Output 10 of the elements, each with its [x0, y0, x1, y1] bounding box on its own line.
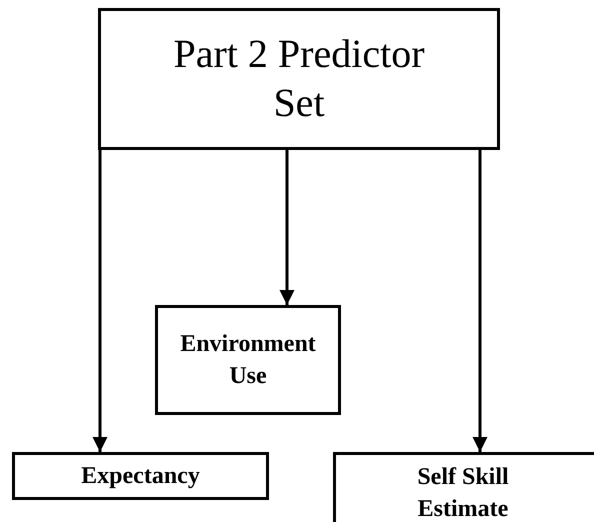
- process-box: [155, 305, 341, 415]
- arrow: [280, 150, 294, 305]
- box-label: Environment Use: [179, 330, 317, 391]
- arrow: [472, 150, 488, 452]
- box-label: Part 2 Predictor Set: [172, 30, 426, 127]
- process-box: [98, 8, 500, 150]
- box-label: Self Skill Estimate: [416, 463, 510, 522]
- process-box: [12, 452, 269, 500]
- arrow: [92, 150, 108, 452]
- box-label: Expectancy: [81, 462, 200, 491]
